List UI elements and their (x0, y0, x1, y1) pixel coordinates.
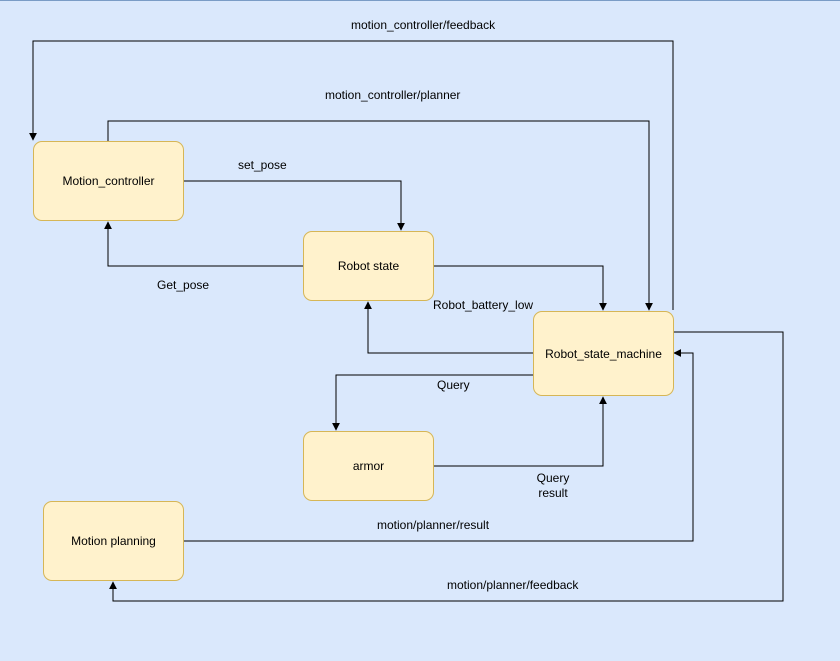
label-query: Query (437, 378, 470, 392)
edge-planner-feedback (109, 331, 784, 602)
edge-planner-result (184, 349, 694, 542)
node-robot-state-machine[interactable]: Robot_state_machine (533, 311, 674, 396)
label-planner-feedback: motion/planner/feedback (447, 578, 579, 592)
label-query-result-line2: result (538, 486, 568, 500)
label-query-result-line1: Query (536, 471, 570, 485)
edge-query-result (434, 396, 607, 467)
edge-get-pose (104, 221, 303, 267)
node-motion-controller[interactable]: Motion_controller (33, 141, 184, 221)
node-motion-planning[interactable]: Motion planning (43, 501, 184, 581)
label-controller-planner: motion_controller/planner (325, 88, 461, 102)
edge-controller-planner (107, 120, 653, 311)
label-query-result: Query result (532, 471, 574, 501)
edge-query (332, 374, 533, 431)
label-controller-feedback: motion_controller/feedback (351, 18, 496, 32)
edge-state-to-machine (434, 265, 607, 311)
label-planner-result: motion/planner/result (377, 518, 490, 532)
edge-controller-feedback (29, 40, 674, 310)
label-battery-low: Robot_battery_low (433, 298, 534, 312)
node-robot-state[interactable]: Robot state (303, 231, 434, 301)
node-armor[interactable]: armor (303, 431, 434, 501)
label-set-pose: set_pose (238, 158, 287, 172)
label-get-pose: Get_pose (157, 278, 210, 292)
edge-set-pose (184, 180, 405, 231)
edge-battery-low (364, 301, 533, 354)
